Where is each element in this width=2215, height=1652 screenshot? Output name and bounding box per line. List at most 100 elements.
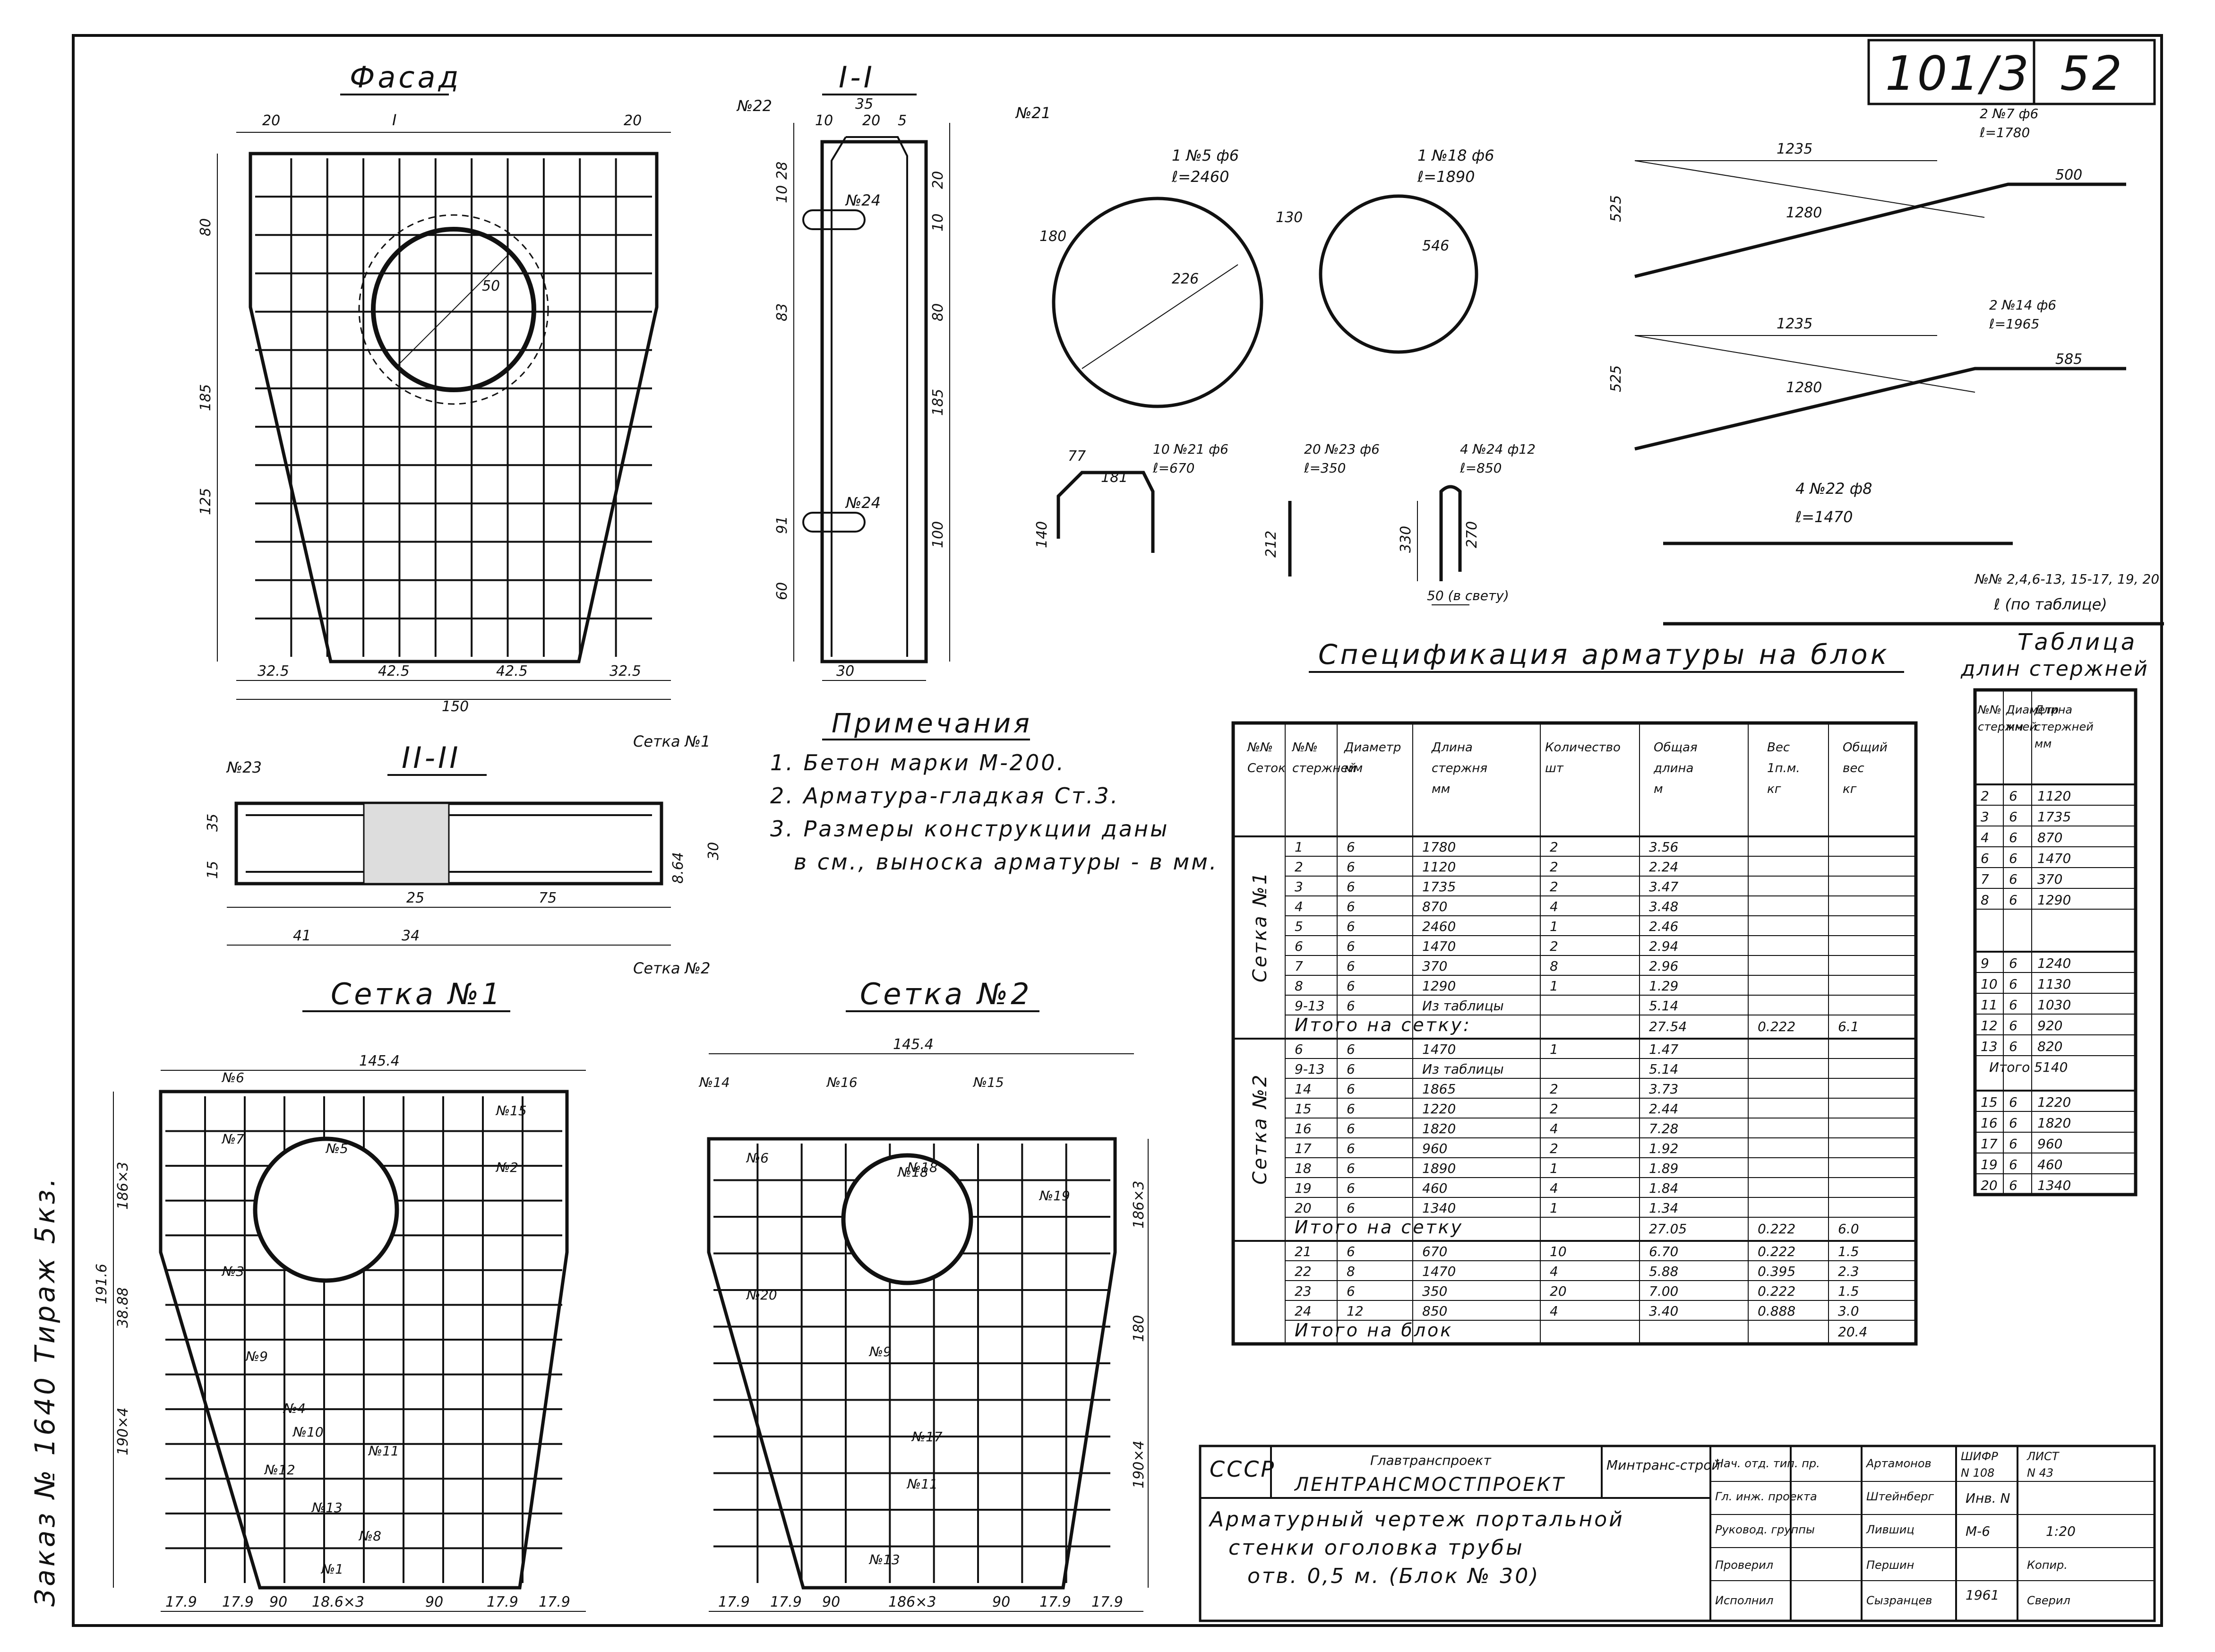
spec-cell: 1290 xyxy=(1422,978,1456,994)
len-cell: 20 xyxy=(1981,1178,1998,1193)
spec-header: Общая xyxy=(1654,740,1698,755)
len-cell: 1290 xyxy=(2037,892,2071,908)
sec1-dim-left-5: 60 xyxy=(774,582,790,600)
sheet-number: 52 xyxy=(2060,46,2124,101)
facade-dim-left-2: 185 xyxy=(197,384,214,411)
spec-cell: 2 xyxy=(1295,859,1303,875)
len-cell: 17 xyxy=(1981,1136,1998,1152)
spec-cell: 960 xyxy=(1422,1141,1447,1156)
mesh2-label: №20 xyxy=(746,1287,777,1303)
len-cell: 1735 xyxy=(2037,809,2071,825)
bar-shapes: 1 №5 ф6 ℓ=2460 180 226 1 №18 ф6 ℓ=1890 1… xyxy=(1034,106,2164,626)
len-header: Диаметр xyxy=(2006,703,2059,716)
mesh1-bot-5: 90 xyxy=(425,1594,443,1610)
spec-cell: 6 xyxy=(1347,958,1355,974)
spec-cell: 0.395 xyxy=(1758,1264,1795,1279)
spec-header: Вес xyxy=(1767,740,1790,755)
mesh1-label: №13 xyxy=(311,1500,343,1515)
bar5-length: ℓ=2460 xyxy=(1171,168,1229,186)
spec-cell: 370 xyxy=(1422,958,1447,974)
len-cell: 6 xyxy=(2009,788,2018,804)
spec-cell: 1.5 xyxy=(1838,1244,1859,1259)
facade-dim-bot-2: 42.5 xyxy=(378,663,410,680)
spec-cell: 18 xyxy=(1295,1161,1312,1176)
spec-total-weight: 6.1 xyxy=(1838,1019,1859,1034)
len-cell: 6 xyxy=(2009,1094,2018,1110)
spec-cell: 1 xyxy=(1550,1041,1558,1057)
spec-total-length: 27.05 xyxy=(1649,1221,1687,1237)
spec-cell: 2.96 xyxy=(1649,958,1678,974)
mesh1-label: №10 xyxy=(292,1424,324,1440)
spec-cell: 14 xyxy=(1295,1081,1312,1097)
spec-cell: 3.0 xyxy=(1838,1303,1859,1319)
mesh2-label: №9 xyxy=(868,1344,892,1359)
len-cell: 6 xyxy=(2009,1039,2018,1054)
sheet-frame xyxy=(72,34,2163,1627)
mesh1-label: №12 xyxy=(264,1462,295,1478)
len-cell: 6 xyxy=(2009,830,2018,845)
tb-inv: Инв. N xyxy=(1966,1490,2010,1506)
len-cell: 15 xyxy=(1981,1094,1998,1110)
len-cell: 6 xyxy=(2009,997,2018,1013)
sec2-dim-1: 15 xyxy=(205,861,221,879)
bar5-label: 1 №5 ф6 xyxy=(1172,146,1239,164)
bar5-d2: 226 xyxy=(1172,271,1199,287)
facade-dim-left-3: 125 xyxy=(197,488,214,515)
mesh1-bot-1: 17.9 xyxy=(165,1594,197,1610)
mesh2-label: №16 xyxy=(826,1075,858,1090)
bar23-d1: 212 xyxy=(1263,531,1279,558)
spec-cell: 2.94 xyxy=(1649,938,1678,954)
spec-cell: 2 xyxy=(1550,1141,1558,1156)
tb-sheet: N 43 xyxy=(2027,1466,2053,1480)
mesh2-bot-5: 90 xyxy=(992,1594,1010,1610)
spec-cell: 6 xyxy=(1347,919,1355,934)
mesh1-label: №2 xyxy=(495,1160,518,1175)
spec-cell: 1470 xyxy=(1422,1041,1456,1057)
mesh2-title: Сетка №2 xyxy=(860,977,1032,1011)
mesh2-bot-7: 17.9 xyxy=(1091,1594,1123,1610)
spec-total-label: Итого на сетку xyxy=(1295,1217,1463,1238)
len-cell: 2 xyxy=(1981,788,1989,804)
len-cell: 1030 xyxy=(2037,997,2071,1013)
mesh1-title: Сетка №1 xyxy=(331,977,503,1011)
mesh2-label: №19 xyxy=(1039,1188,1070,1204)
spec-cell: 6 xyxy=(1347,1161,1355,1176)
bar7-length: ℓ=1780 xyxy=(1979,125,2030,140)
spec-cell: 2.46 xyxy=(1649,919,1678,934)
tb-copy: Копир. xyxy=(2027,1558,2068,1572)
spec-cell: 8 xyxy=(1347,1264,1355,1279)
tb-name-4: Першин xyxy=(1866,1558,1914,1572)
spec-cell: 1735 xyxy=(1422,879,1456,895)
spec-header: №№ xyxy=(1291,740,1318,755)
len-cell: 6 xyxy=(2009,1136,2018,1152)
sec1-dim-top-4: 5 xyxy=(898,112,907,129)
len-cell: 1820 xyxy=(2037,1115,2071,1131)
sec1-dim-right-5: 100 xyxy=(930,521,946,548)
spec-total-weight: 6.0 xyxy=(1838,1221,1859,1237)
mesh1-label: №4 xyxy=(283,1401,306,1416)
tb-title-3: отв. 0,5 м. (Блок № 30) xyxy=(1247,1564,1540,1588)
title-block: СССР Главтранспроект ЛЕНТРАНСМОСТПРОЕКТ … xyxy=(1199,1445,2156,1622)
mesh2-label: №13 xyxy=(868,1552,900,1567)
note-3: 3. Размеры конструкции даны xyxy=(770,816,1169,842)
spec-cell: 1220 xyxy=(1422,1101,1456,1117)
spec-cell: 1.34 xyxy=(1649,1200,1678,1216)
sec1-dim-right-3: 80 xyxy=(930,303,946,321)
tb-role-5: Исполнил xyxy=(1715,1594,1774,1607)
doc-number-box: 101/3 52 xyxy=(1867,39,2156,105)
spec-cell: 5 xyxy=(1295,919,1303,934)
spec-cell: 2.24 xyxy=(1649,859,1678,875)
spec-cell: 24 xyxy=(1295,1303,1312,1319)
len-cell: 6 xyxy=(2009,851,2018,866)
spec-cell: 6 xyxy=(1347,879,1355,895)
sec1-dim-top-2: 10 xyxy=(815,112,833,129)
spec-cell: 6 xyxy=(1295,1041,1303,1057)
spec-cell: 4 xyxy=(1550,1121,1558,1136)
spec-cell: 23 xyxy=(1295,1283,1312,1299)
doc-number: 101/3 xyxy=(1885,46,2031,101)
note-2: 2. Арматура-гладкая Ст.3. xyxy=(770,783,1119,809)
spec-cell: 2 xyxy=(1550,938,1558,954)
notes: Примечания 1. Бетон марки М-200. 2. Арма… xyxy=(770,708,1217,875)
bar24-d2: 270 xyxy=(1464,521,1480,548)
spec-cell: 1.84 xyxy=(1649,1180,1678,1196)
